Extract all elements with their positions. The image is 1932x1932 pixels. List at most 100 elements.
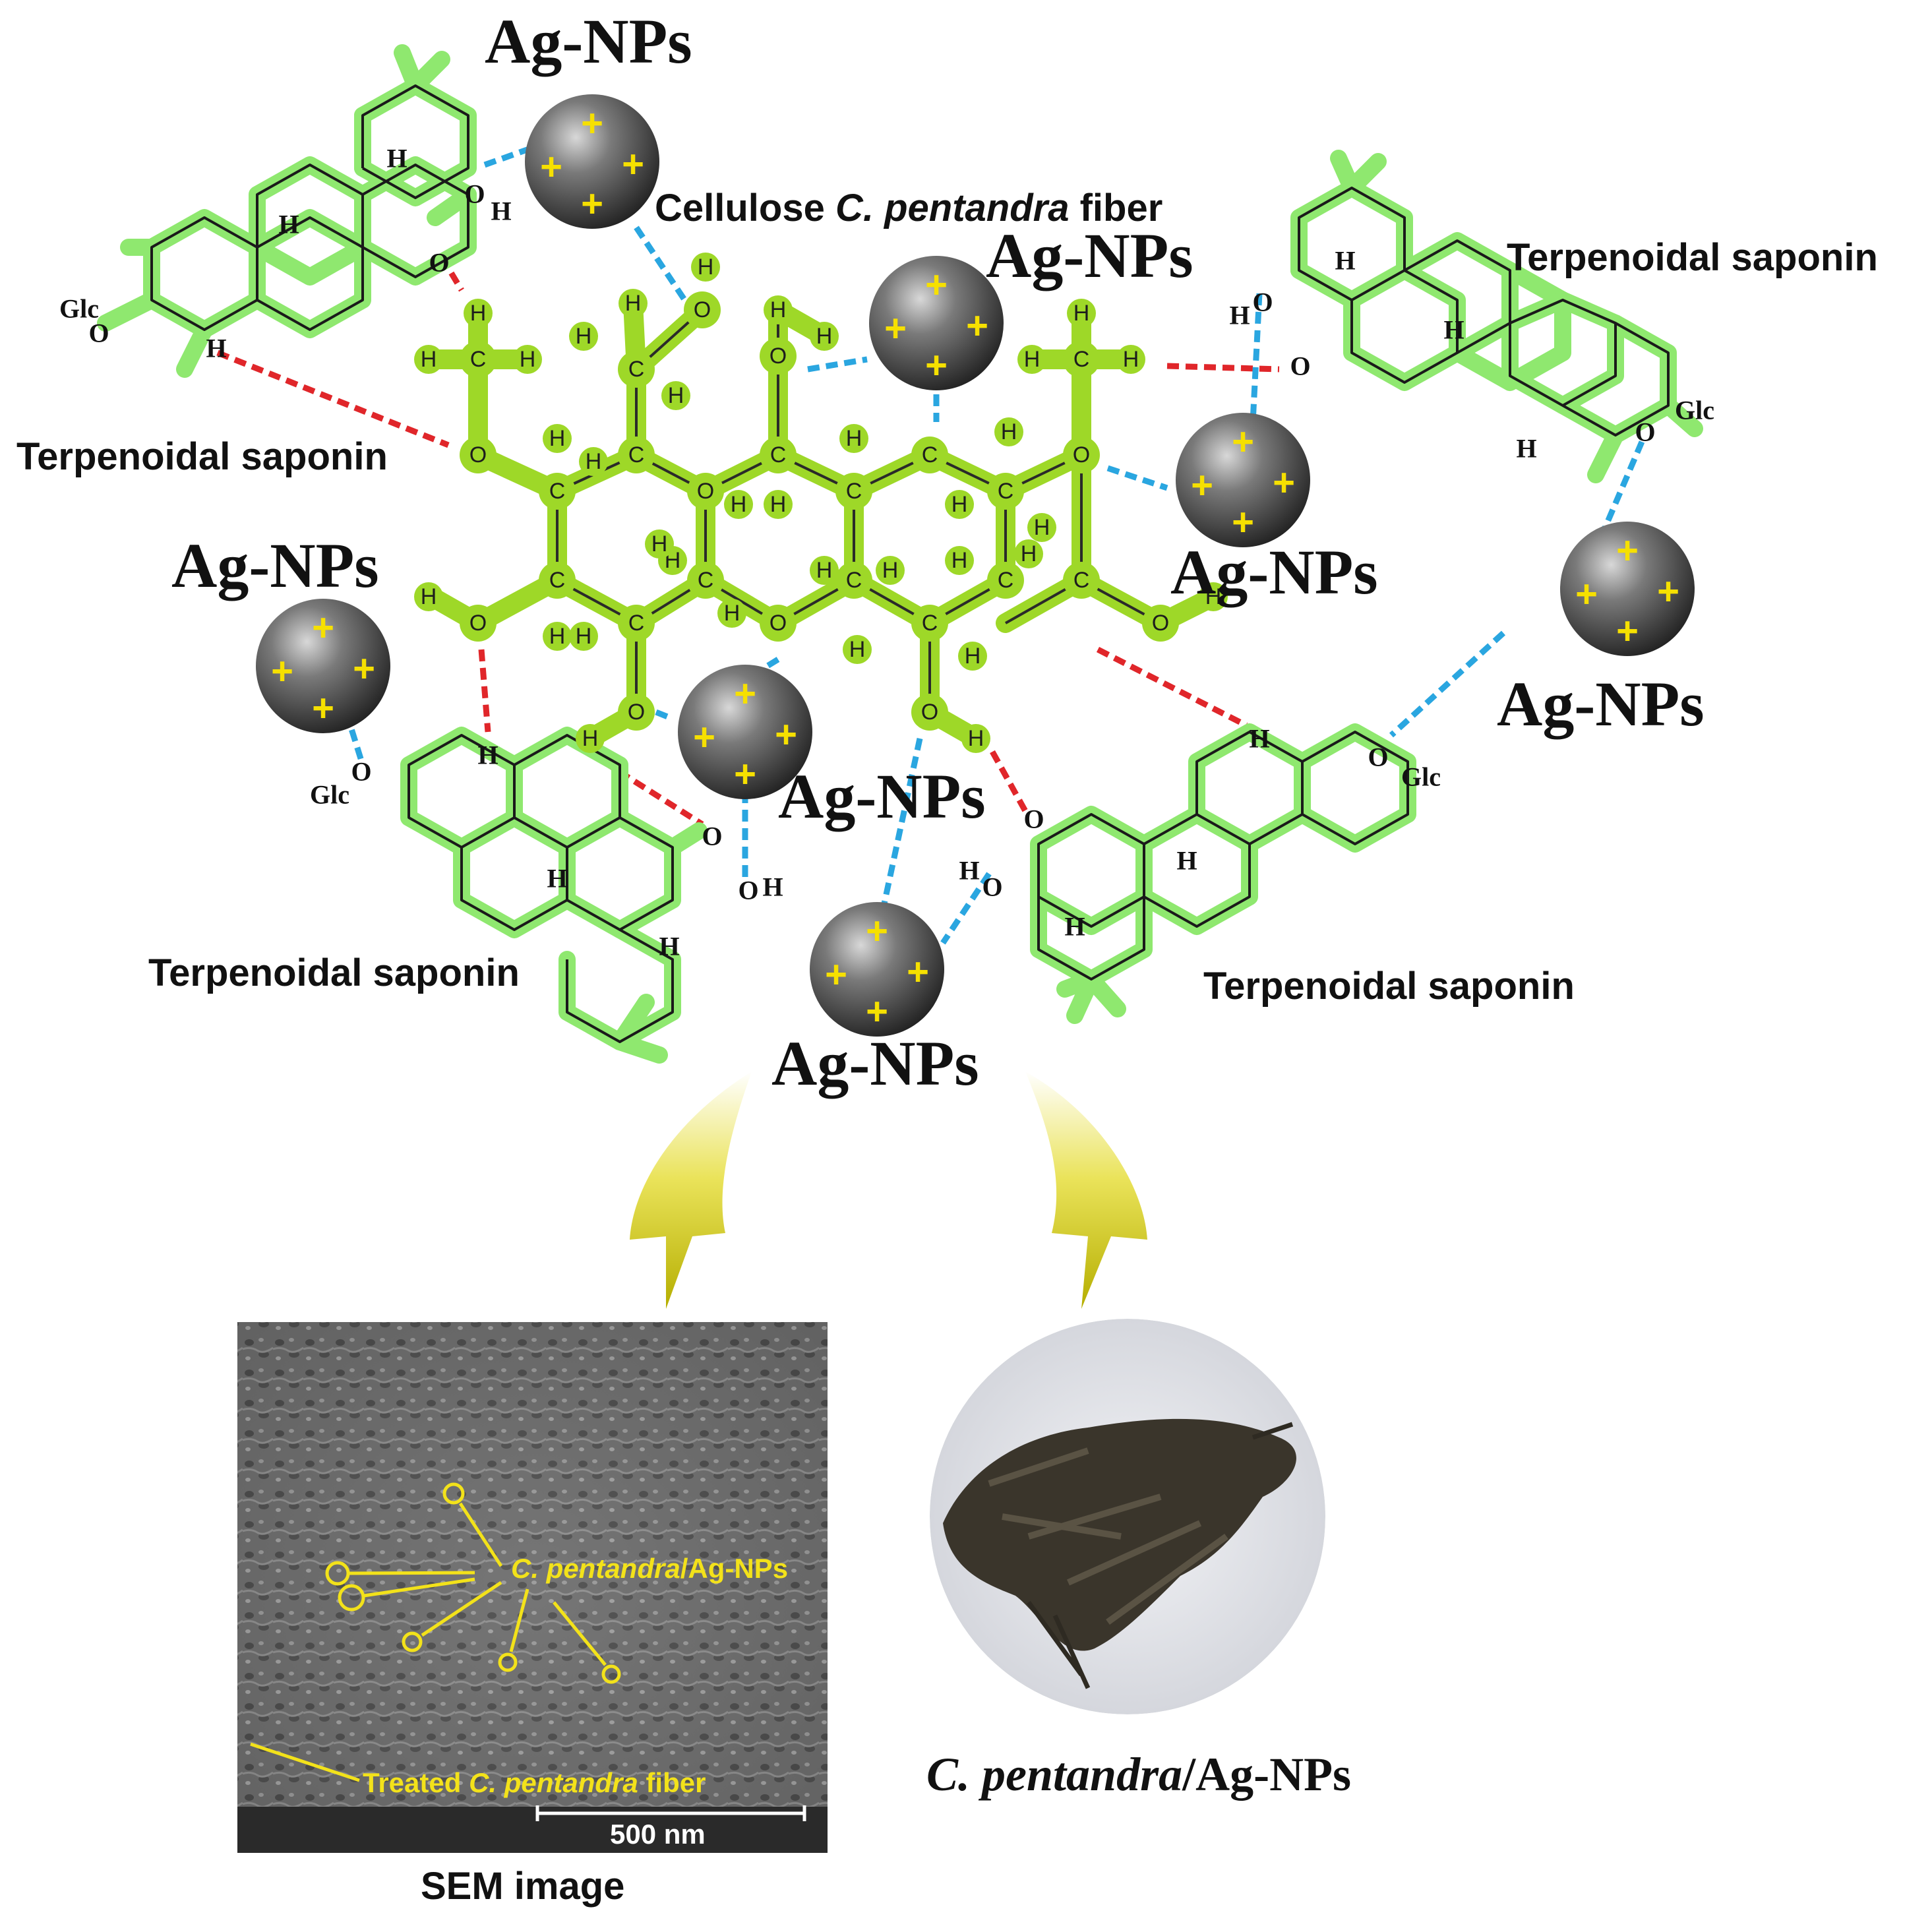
atom-label-o: O [694, 297, 711, 322]
atom-label-h: H [965, 644, 981, 669]
atom-label-h: H [549, 624, 566, 649]
saponin-label-bottom-left: Terpenoidal saponin [148, 951, 520, 994]
atom-label-h: H [1073, 301, 1090, 326]
atom-label-h: H [770, 297, 787, 322]
atom-halo [724, 490, 753, 519]
atom-label-c: C [846, 568, 862, 593]
nanoparticle-sphere [810, 902, 944, 1037]
positive-charge-mark: + [1232, 421, 1254, 464]
atom-halo [1063, 437, 1100, 473]
photo-caption: C. pentandra/Ag-NPs [926, 1748, 1351, 1801]
atom-halo [579, 447, 608, 476]
positive-charge-mark: + [1616, 529, 1639, 572]
o-label: O [982, 872, 1002, 902]
positive-charge-mark: + [353, 648, 375, 690]
atom-label-o: O [770, 611, 787, 636]
saponin-label-left: Terpenoidal saponin [16, 435, 388, 478]
atom-halo [945, 546, 974, 575]
glc-label: Glc [1675, 396, 1714, 425]
atom-label-h: H [668, 383, 684, 408]
atom-halo [1116, 345, 1145, 374]
o-label: O [702, 822, 722, 851]
atom-label-o: O [469, 442, 487, 468]
terpenoidal-saponin-bottom-right: H H H O H O O Glc [959, 723, 1441, 1024]
atom-label-c: C [549, 479, 566, 504]
atom-halo [645, 529, 674, 558]
ag-nps-label: Ag-NPs [986, 220, 1193, 291]
sem-annotation: C. pentandra/Ag-NPs [511, 1553, 788, 1584]
ag-nanoparticle: ++++Ag-NPs [678, 665, 986, 831]
nanoparticle-sphere [525, 94, 659, 229]
atom-halo [539, 562, 576, 599]
atom-label-c: C [628, 611, 645, 636]
positive-charge-mark: + [1273, 462, 1295, 504]
sem-fiber-italic: C. pentandra [469, 1767, 638, 1798]
nanoparticle-sphere [256, 599, 390, 733]
atom-halo [810, 322, 839, 351]
ag-nps-label: Ag-NPs [778, 761, 986, 831]
atom-halo [911, 437, 948, 473]
positive-charge-mark: + [734, 753, 756, 796]
glc-label: Glc [1401, 762, 1441, 792]
atom-halo [987, 473, 1024, 510]
ag-nps-label: Ag-NPs [485, 6, 692, 76]
atom-halo [835, 562, 872, 599]
terpenoidal-saponin-top-right: H H H H O O O Glc [1229, 150, 1714, 483]
atom-label-h: H [549, 426, 566, 451]
atom-label-c: C [922, 611, 938, 636]
saponin-label-bottom-right: Terpenoidal saponin [1203, 965, 1575, 1008]
atom-halo [460, 341, 497, 378]
nanoparticles: ++++Ag-NPs++++Ag-NPs++++Ag-NPs++++Ag-NPs… [171, 6, 1705, 1099]
atom-halo [460, 605, 497, 642]
o-label: O [1290, 351, 1310, 381]
atom-halo [414, 582, 443, 611]
atom-halo [764, 490, 793, 519]
positive-charge-mark: + [907, 951, 929, 994]
atom-label-h: H [421, 347, 437, 372]
atom-label-h: H [968, 726, 984, 751]
atom-halo [958, 642, 987, 671]
ag-nps-label: Ag-NPs [771, 1028, 979, 1099]
atom-halo [839, 424, 868, 453]
cellulose-label: Cellulose C. pentandra fiber [655, 187, 1162, 229]
atom-label-h: H [576, 624, 592, 649]
atom-halo [618, 437, 655, 473]
nanoparticle-sphere [1176, 413, 1310, 547]
atom-halo [760, 605, 797, 642]
atom-label-h: H [1123, 347, 1139, 372]
o-label: O [429, 248, 449, 278]
atom-halo [843, 635, 872, 664]
positive-charge-mark: + [1616, 610, 1639, 653]
ag-nps-label: Ag-NPs [1170, 537, 1378, 607]
positive-charge-mark: + [312, 607, 334, 649]
atom-halo [464, 299, 493, 328]
atom-label-c: C [998, 479, 1014, 504]
ag-nanoparticle: ++++Ag-NPs [1497, 522, 1705, 739]
positive-charge-mark: + [866, 990, 888, 1033]
atom-label-c: C [628, 442, 645, 468]
o-label: O [351, 757, 371, 787]
atom-halo [543, 622, 572, 651]
atom-halo [994, 417, 1023, 446]
atom-label-h: H [625, 291, 642, 316]
positive-charge-mark: + [1191, 464, 1213, 507]
ag-nanoparticle: ++++Ag-NPs [869, 220, 1193, 390]
ag-nps-label: Ag-NPs [171, 530, 379, 601]
positive-charge-mark: + [925, 264, 948, 307]
glc-label: Glc [59, 294, 99, 324]
o-label: O [464, 179, 485, 209]
terpenoidal-saponin-bottom-left: H H H O Glc O O H [310, 727, 783, 1064]
atom-halo [1063, 341, 1100, 378]
atom-halo [760, 437, 797, 473]
atom-label-o: O [1152, 611, 1169, 636]
atom-halo [987, 562, 1024, 599]
h-label: H [206, 334, 226, 363]
atom-label-o: O [697, 479, 714, 504]
atom-halo [661, 381, 690, 410]
h-label: H [959, 856, 979, 886]
sem-fiber-label: Treated C. pentandra fiber [363, 1767, 706, 1798]
positive-charge-mark: + [693, 716, 715, 759]
h-label: H [491, 196, 511, 226]
atom-halo [618, 694, 655, 731]
